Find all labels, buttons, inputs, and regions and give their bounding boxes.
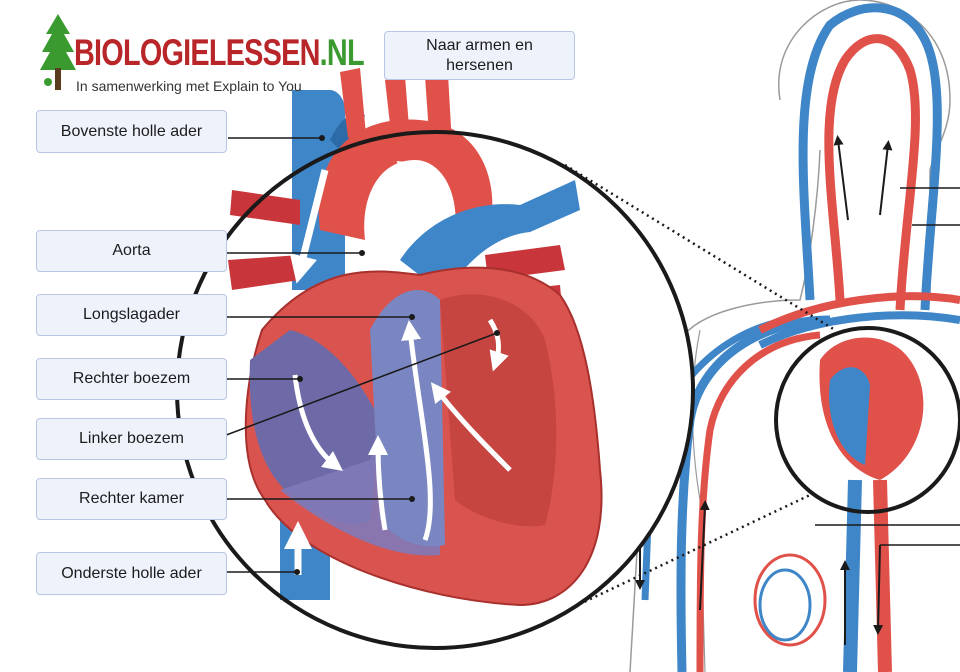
label-top: Naar armen en hersenen [384,31,575,80]
dot-aorta [359,250,365,256]
heart-arrow-rv [368,435,389,531]
small-heart-right [829,367,870,465]
heart-arrow-lv [487,318,509,372]
flow-arrow-1 [833,135,849,221]
body-circulation [629,0,960,672]
label-pulmonary-artery: Longslagader [36,294,227,336]
heart-arrow-aorta [364,160,424,251]
dot-rv [409,496,415,502]
flow-arrow-2 [879,140,893,216]
inset-circle [774,326,960,514]
label-aorta: Aorta [36,230,227,272]
logo-title: BIOLOGIELESSEN.NL [74,32,365,73]
shoulder-vein [758,311,960,349]
label-superior-vena-cava: Bovenste holle ader [36,110,227,153]
heart-arrow-lv-up [430,382,512,472]
dot-la [494,330,500,336]
logo-subtitle: In samenwerking met Explain to You [76,78,302,94]
heart-arrow-rv-up [401,320,433,541]
left-ventricle-interior [440,294,557,527]
heart-arrow-ra [292,374,343,472]
leader-lines [212,137,498,573]
dot-ivc [294,569,300,575]
zoom-line-bottom [524,493,811,632]
label-inferior-vena-cava: Onderste holle ader [36,552,227,595]
aortic-arch-branches [340,68,452,148]
flow-arrow-6 [873,544,884,635]
label-right-atrium: Rechter boezem [36,358,227,400]
logo: BIOLOGIELESSEN.NL In samenwerking met Ex… [38,12,365,102]
flow-arrow-4 [699,500,710,611]
label-right-ventricle: Rechter kamer [36,478,227,520]
dot-ra [297,376,303,382]
label-left-atrium: Linker boezem [36,418,227,460]
lung-vessels-left [753,553,827,647]
pulmonary-artery-trunk [400,180,580,295]
leader-la [212,332,498,441]
dot-pulmonary [409,314,415,320]
dot-svc [319,135,325,141]
shoulder-artery [758,292,960,334]
head-vein-loop [798,3,942,311]
tree-logo-icon [40,14,76,90]
leader-dots [294,135,500,575]
lung-vessels-left-blue [758,568,812,642]
head-artery-loop [824,34,920,311]
aortic-arch [318,119,493,240]
pulmonary-trunk-interior [370,290,445,547]
